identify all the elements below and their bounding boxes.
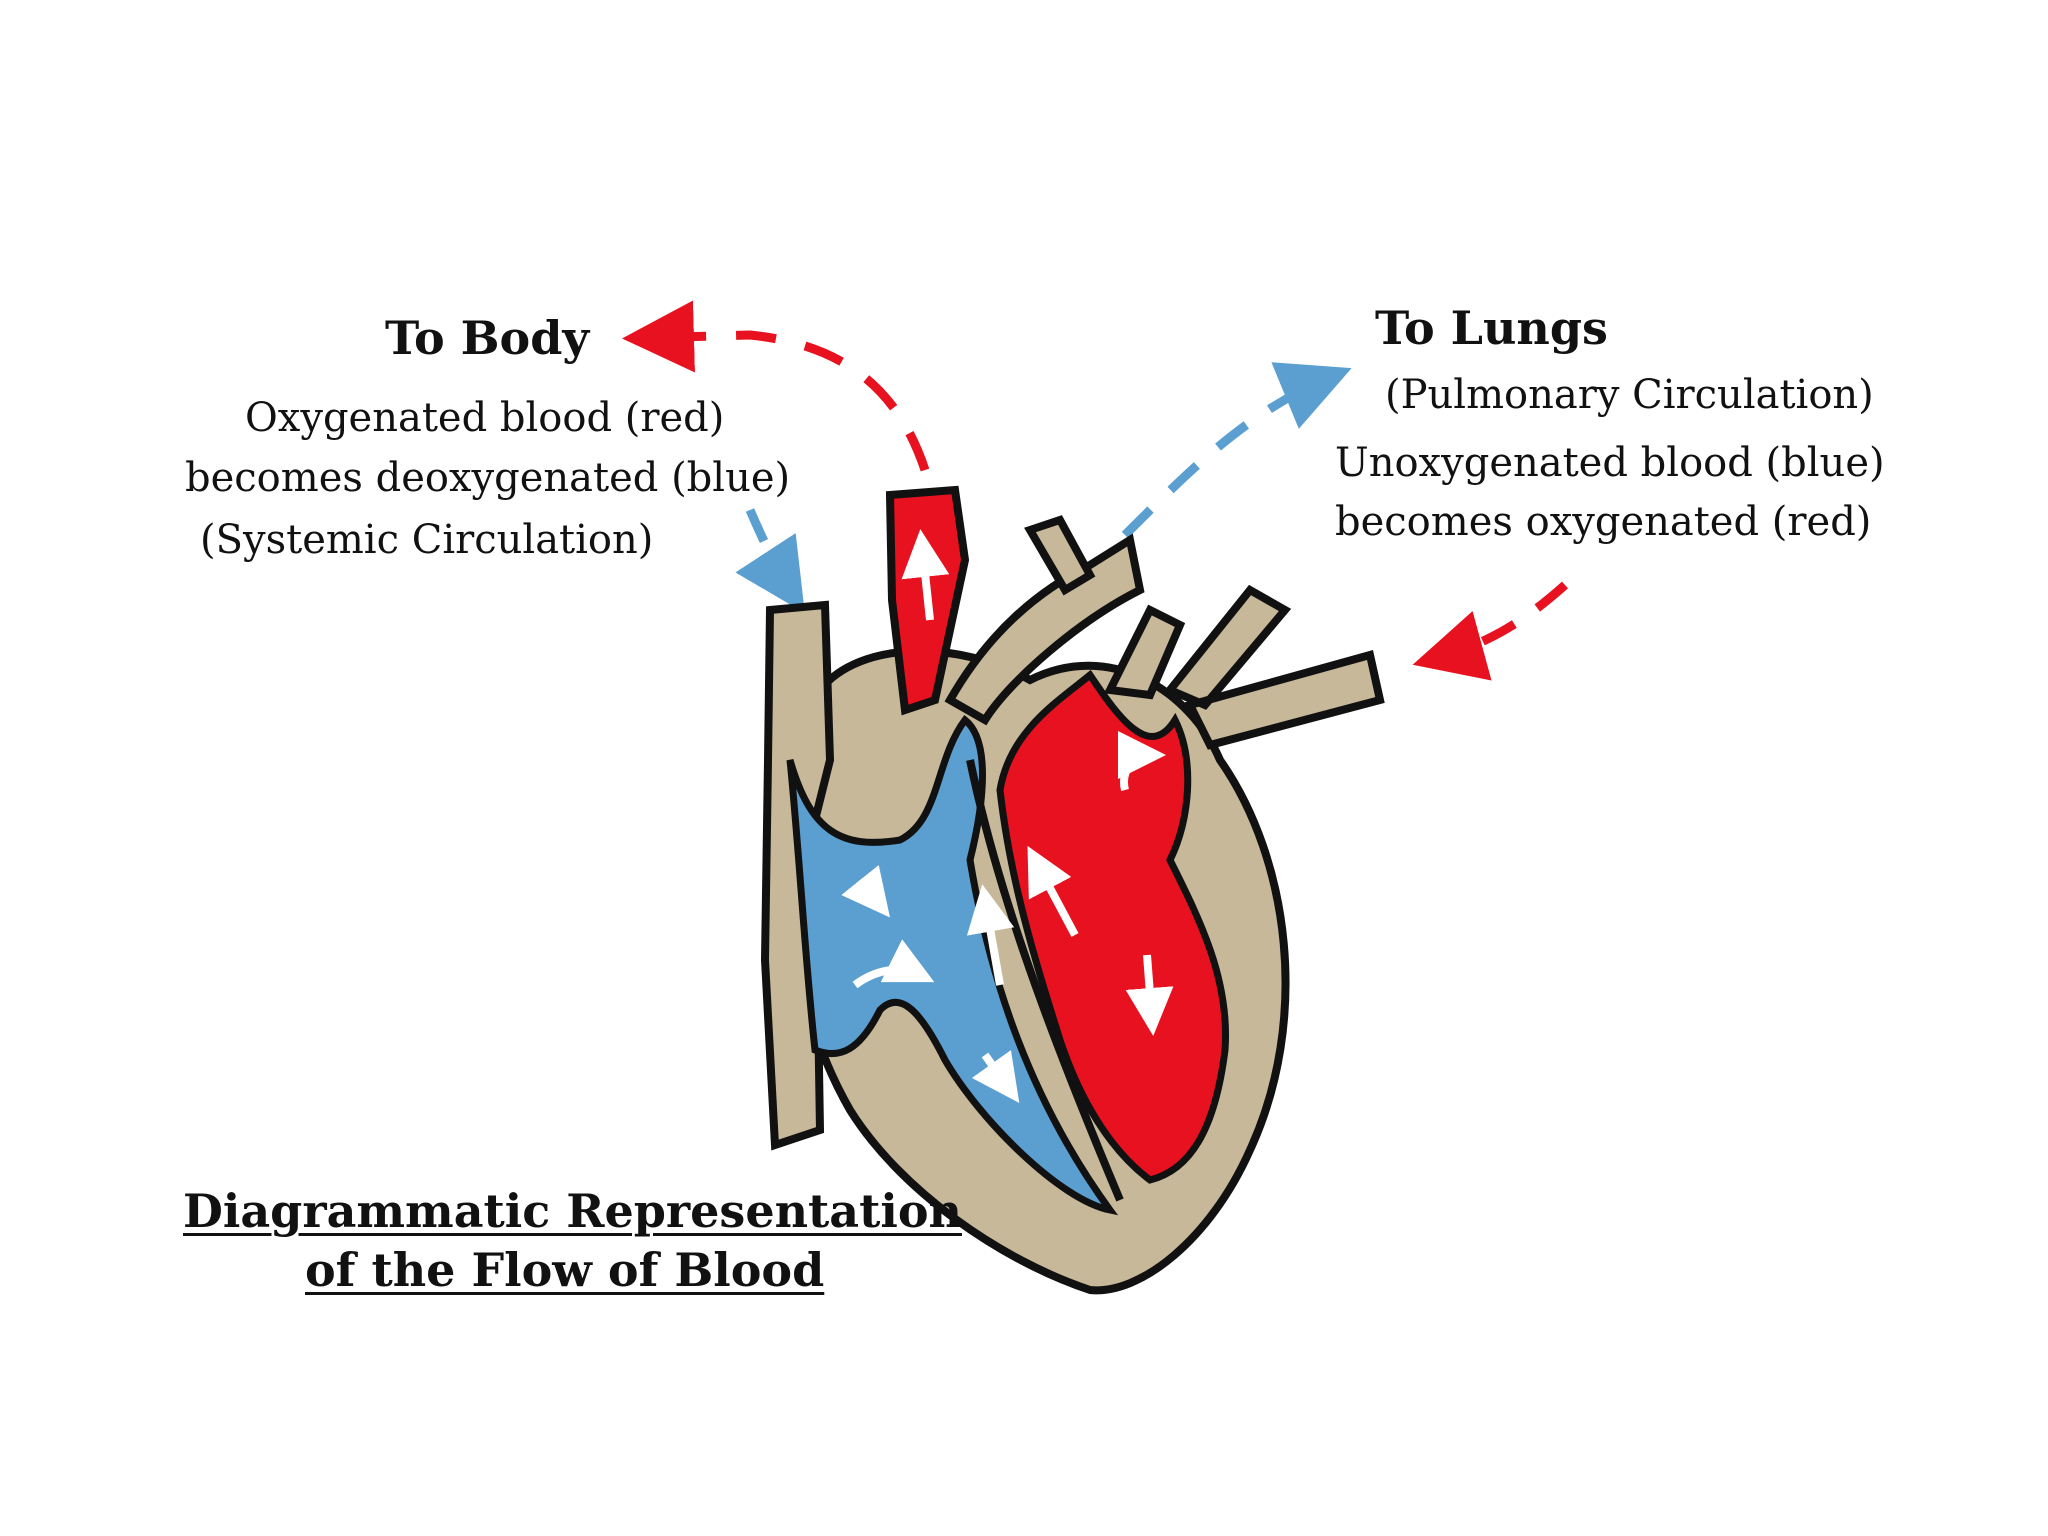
- to-body-line3: (Systemic Circulation): [200, 517, 654, 563]
- to-body-line1: Oxygenated blood (red): [245, 395, 725, 441]
- caption-line1: Diagrammatic Representation: [183, 1184, 962, 1238]
- caption-line2: of the Flow of Blood: [305, 1243, 825, 1297]
- to-lungs-line3: becomes oxygenated (red): [1335, 499, 1872, 545]
- flow-arrow-right-ventricle-curve: [852, 939, 935, 989]
- pulmonary-branch-vessel: [1024, 515, 1096, 596]
- flow-arrow-right-ventricle-down: [971, 1050, 1020, 1104]
- to-lungs-blue-dashed-arrow: [1121, 362, 1352, 539]
- flow-arrow-aorta: [901, 529, 950, 621]
- to-lungs-line2: Unoxygenated blood (blue): [1335, 440, 1885, 486]
- flow-arrow-left-atrium: [1117, 731, 1166, 791]
- from-body-blue-dashed-arrow: [735, 508, 805, 614]
- from-lungs-red-dashed-arrow: [1412, 581, 1568, 681]
- flow-arrow-left-ventricle-up: [1027, 845, 1079, 937]
- heart-septum: [966, 759, 1124, 1202]
- to-lungs-heading: To Lungs: [1375, 301, 1608, 355]
- to-body-heading: To Body: [385, 311, 590, 365]
- right-atrium-ventricle-blue: [786, 715, 1119, 1216]
- left-atrium-ventricle-red: [996, 669, 1230, 1184]
- flow-arrow-right-atrium: [841, 865, 890, 918]
- to-body-red-dashed-arrow: [622, 300, 930, 472]
- flow-arrow-left-ventricle-down: [1125, 954, 1174, 1036]
- pulmonary-artery-vessel: [944, 533, 1145, 726]
- to-lungs-line1: (Pulmonary Circulation): [1385, 372, 1874, 418]
- to-body-line2: becomes deoxygenated (blue): [185, 455, 791, 501]
- pulmonary-veins-vessel: [1103, 584, 1385, 750]
- flow-arrow-pulmonary-up: [966, 884, 1015, 986]
